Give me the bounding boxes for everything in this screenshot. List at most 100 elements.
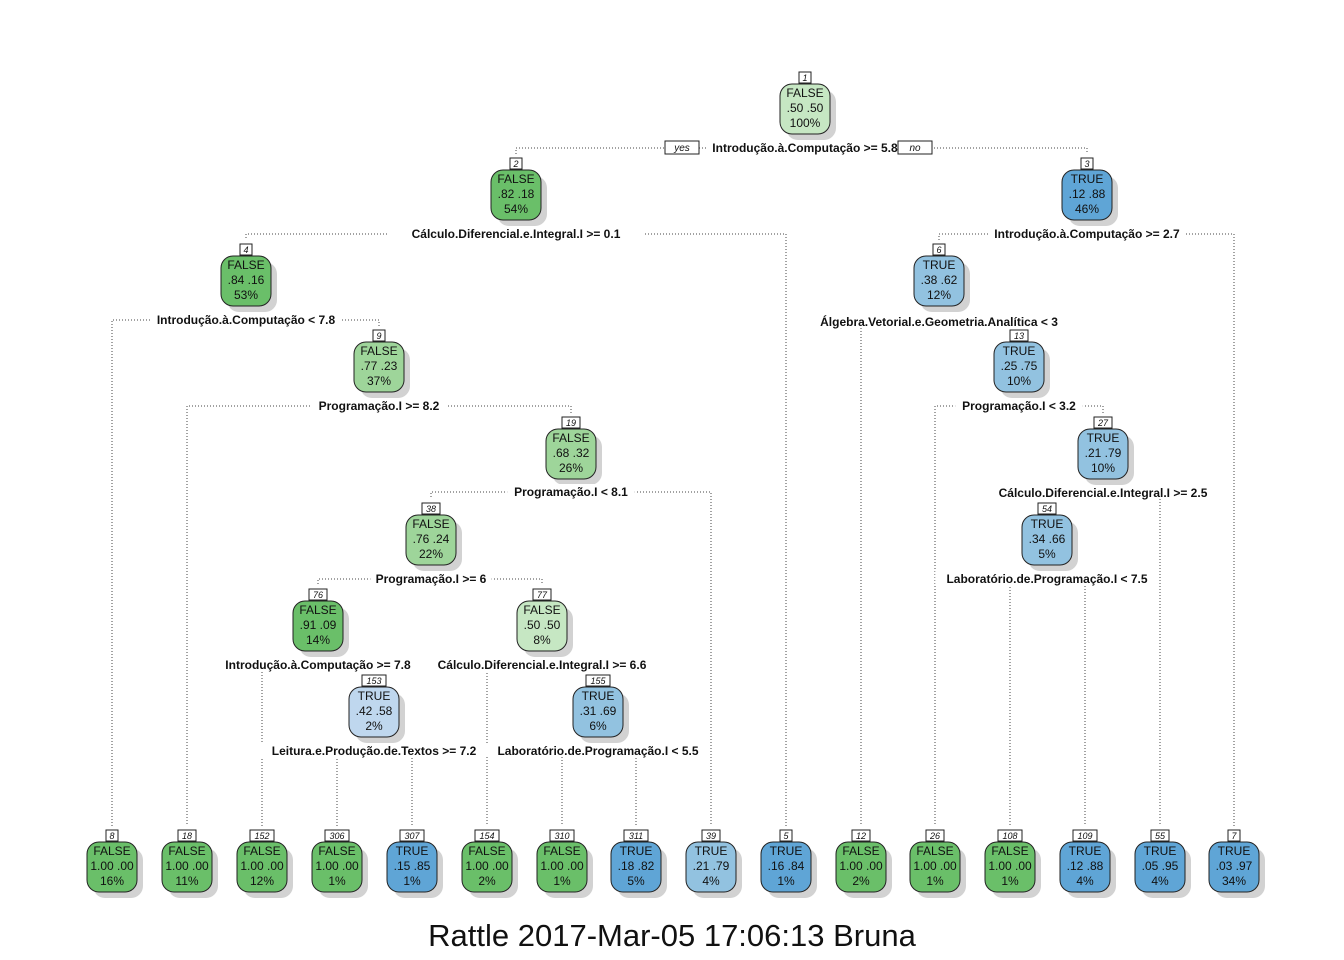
node-box xyxy=(984,841,1036,893)
node-percent: 2% xyxy=(365,719,383,733)
node-percent: 1% xyxy=(403,874,421,888)
node-probs: 1.00 .00 xyxy=(90,859,134,873)
node-probs: .21 .79 xyxy=(693,859,730,873)
node-box xyxy=(610,841,662,893)
node-probs: 1.00 .00 xyxy=(315,859,359,873)
split-label-bg xyxy=(935,571,1159,585)
node-box xyxy=(1208,841,1260,893)
node-box xyxy=(760,841,812,893)
split-label-bg xyxy=(150,312,342,326)
node-class: TRUE xyxy=(1069,844,1102,858)
node-probs: .18 .82 xyxy=(618,859,655,873)
node-id-box xyxy=(1072,829,1098,842)
node-class: FALSE xyxy=(543,844,580,858)
node-id: 27 xyxy=(1097,418,1109,428)
node-class: TRUE xyxy=(1144,844,1177,858)
node-probs: 1.00 .00 xyxy=(913,859,957,873)
split-label-bg xyxy=(219,657,417,671)
node-class: FALSE xyxy=(552,431,589,445)
node-probs: .21 .79 xyxy=(1085,446,1122,460)
node-box xyxy=(545,428,597,480)
split-label: Cálculo.Diferencial.e.Integral.I >= 0.1 xyxy=(412,227,621,241)
node-box xyxy=(86,841,138,893)
split-label-bg xyxy=(259,743,489,757)
node-id: 108 xyxy=(1002,831,1017,841)
node-id-box xyxy=(1009,329,1029,342)
node-id-box xyxy=(798,71,812,84)
node-id: 55 xyxy=(1155,831,1166,841)
split-label: Introdução.à.Computação >= 5.8 xyxy=(712,141,898,155)
split-label-bg xyxy=(988,226,1186,240)
tree-edge xyxy=(111,319,246,826)
split-label-bg xyxy=(370,571,492,585)
node-id-box xyxy=(1093,416,1113,429)
split-label-bg xyxy=(955,398,1083,412)
node-class: TRUE xyxy=(1218,844,1251,858)
split-label: Cálculo.Diferencial.e.Integral.I >= 2.5 xyxy=(999,486,1208,500)
node-id-box xyxy=(308,588,328,601)
node-class: TRUE xyxy=(695,844,728,858)
tree-edge xyxy=(561,750,598,826)
node-probs: .76 .24 xyxy=(413,532,450,546)
node-id-box xyxy=(249,829,275,842)
node-id-box xyxy=(1227,829,1241,842)
node-class: FALSE xyxy=(497,172,534,186)
split-label-bg xyxy=(312,398,446,412)
node-id-box xyxy=(474,829,500,842)
node-box xyxy=(220,255,272,307)
node-probs: .82 .18 xyxy=(498,187,535,201)
node-box xyxy=(779,83,831,135)
node-probs: .12 .88 xyxy=(1069,187,1106,201)
node-id: 310 xyxy=(554,831,569,841)
node-box xyxy=(516,600,568,652)
node-probs: .38 .62 xyxy=(921,273,958,287)
node-id: 4 xyxy=(243,245,248,255)
node-probs: 1.00 .00 xyxy=(240,859,284,873)
node-box xyxy=(292,600,344,652)
split-label: Introdução.à.Computação >= 2.7 xyxy=(994,227,1180,241)
node-class: FALSE xyxy=(243,844,280,858)
node-id-box xyxy=(925,829,945,842)
tree-edge xyxy=(1009,578,1047,826)
node-probs: .15 .85 xyxy=(394,859,431,873)
split-label-bg xyxy=(975,485,1231,499)
node-id: 307 xyxy=(404,831,420,841)
node-probs: .12 .88 xyxy=(1067,859,1104,873)
node-box xyxy=(1059,841,1111,893)
node-probs: 1.00 .00 xyxy=(839,859,883,873)
node-box xyxy=(913,255,965,307)
node-id-box xyxy=(1150,829,1170,842)
node-id: 26 xyxy=(929,831,940,841)
split-labels: Introdução.à.Computação >= 5.8Cálculo.Di… xyxy=(150,140,1231,758)
node-class: FALSE xyxy=(786,86,823,100)
node-class: TRUE xyxy=(923,258,956,272)
node-class: TRUE xyxy=(770,844,803,858)
split-label: Álgebra.Vetorial.e.Geometria.Analítica <… xyxy=(820,314,1058,329)
node-id: 9 xyxy=(376,331,381,341)
split-label: Introdução.à.Computação >= 7.8 xyxy=(225,658,411,672)
node-percent: 54% xyxy=(504,202,528,216)
node-id: 3 xyxy=(1084,159,1089,169)
node-percent: 1% xyxy=(328,874,346,888)
node-id-box xyxy=(421,502,441,515)
node-percent: 37% xyxy=(367,374,391,388)
node-id: 12 xyxy=(856,831,866,841)
split-label: Programação.I < 8.1 xyxy=(514,485,628,499)
node-percent: 4% xyxy=(702,874,720,888)
tree-edge xyxy=(934,405,1019,826)
split-label-bg xyxy=(706,140,904,154)
split-label-bg xyxy=(388,226,644,240)
node-id: 6 xyxy=(936,245,941,255)
